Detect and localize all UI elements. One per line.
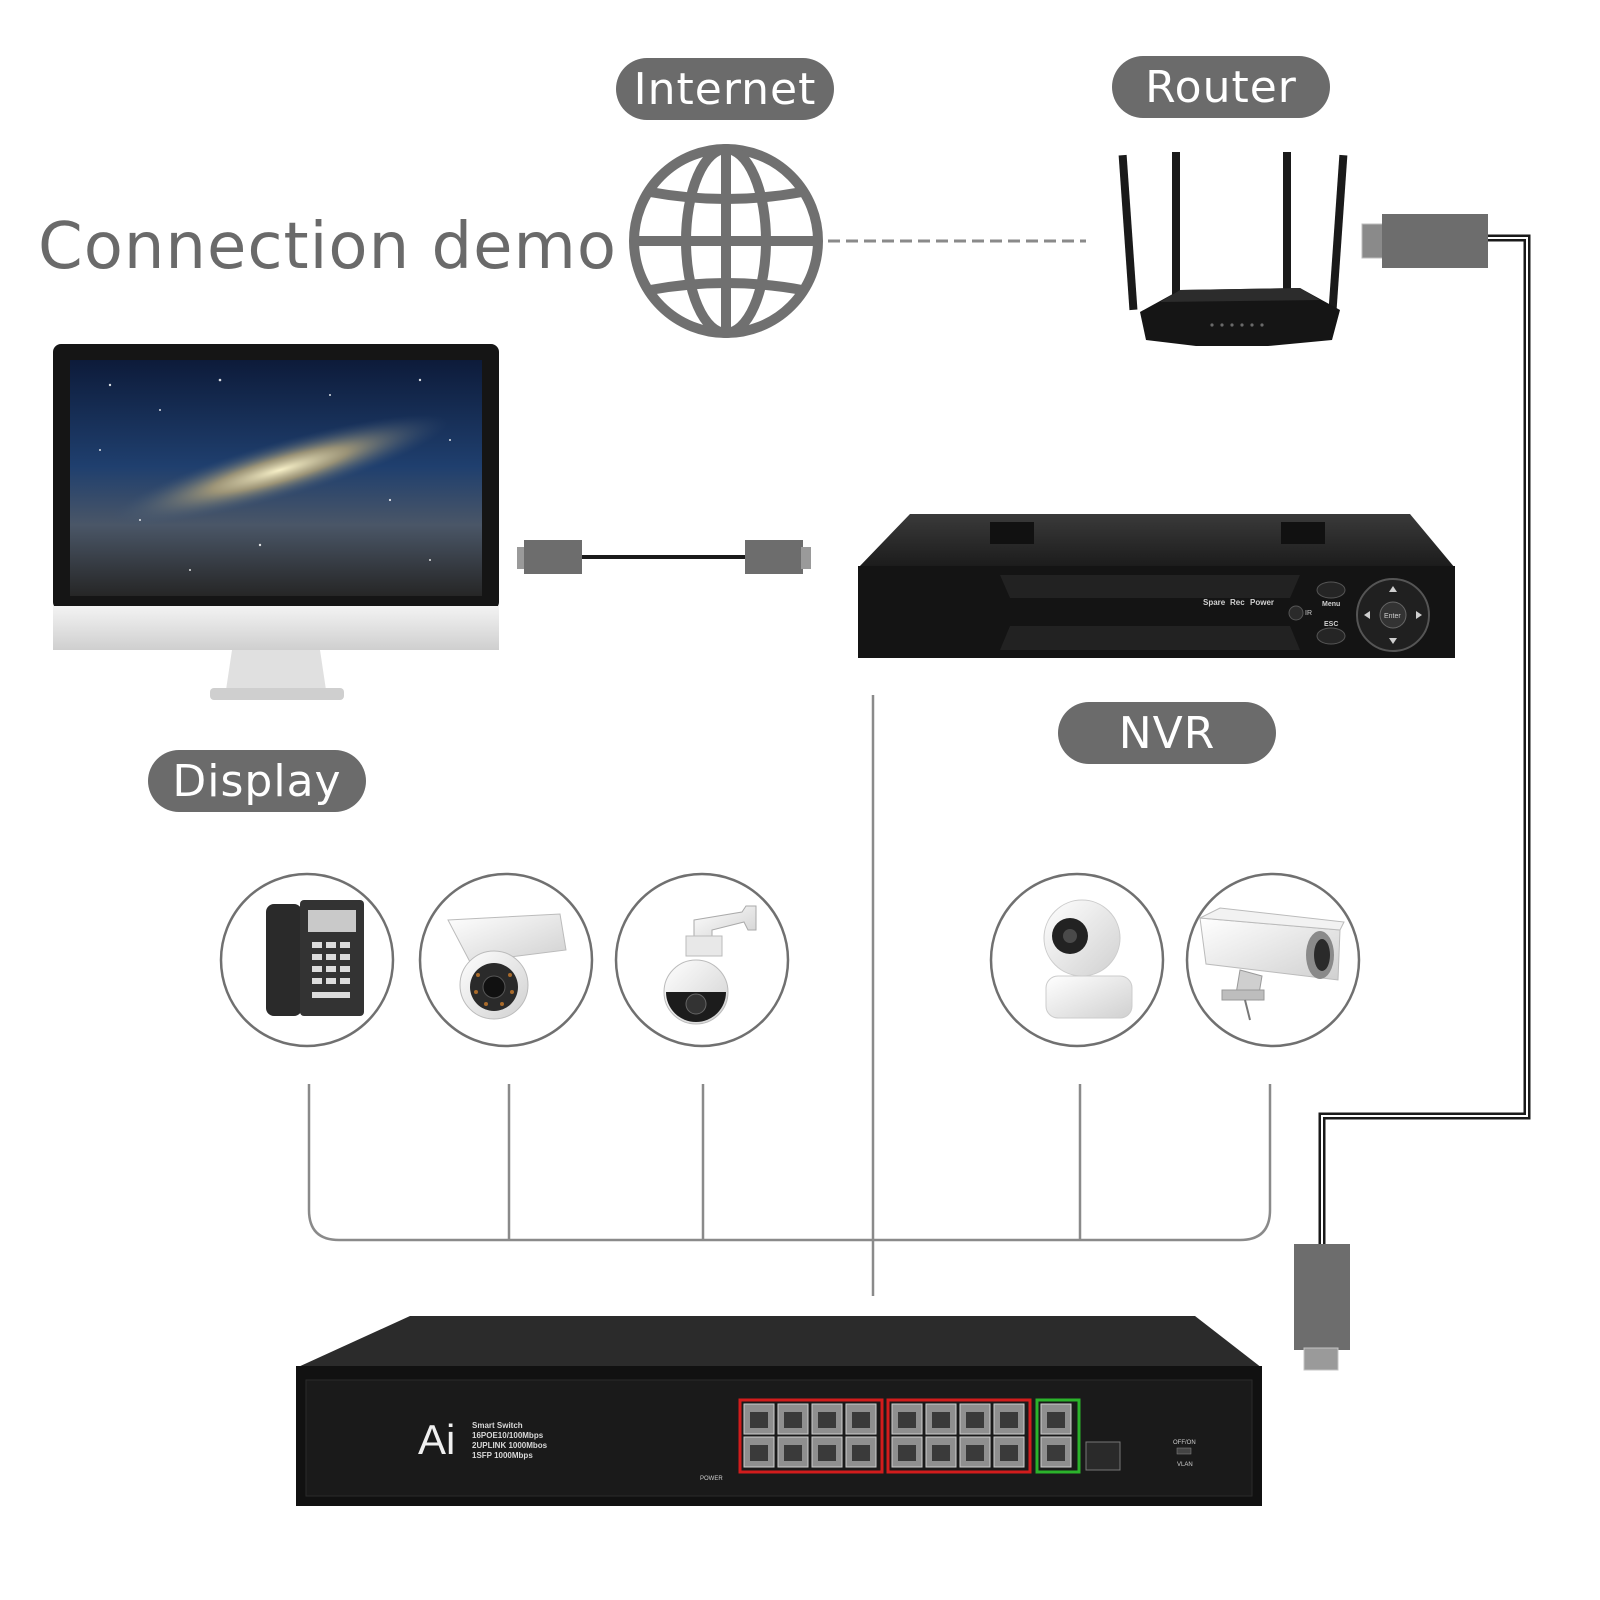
sfp-port [1085,1441,1121,1471]
switch-toggle-bottom-label: VLAN [1177,1462,1193,1468]
rj45-port-slot [784,1412,802,1428]
router-icon [1118,152,1348,346]
switch-spec-line2: 2UPLINK 1000Mbos [472,1441,548,1450]
nvr-ir-label: IR [1305,610,1312,617]
rj45-port-slot [1047,1445,1065,1461]
display-label: Display [148,750,366,812]
rj45-port-slot [898,1445,916,1461]
bullet-camera-icon [1198,907,1345,1021]
ptz-camera-icon [663,905,757,1025]
rj45-port-slot [966,1412,984,1428]
rj45-port-slot [1000,1412,1018,1428]
rj45-port-slot [818,1412,836,1428]
internet-label: Internet [616,58,834,120]
poe-ports-group-1 [738,1398,884,1474]
rj45-port-slot [784,1445,802,1461]
switch-brand: Ai [418,1416,455,1463]
desk-phone-icon [266,900,364,1016]
router-label: Router [1112,56,1330,118]
nvr-label: NVR [1058,702,1276,764]
rj45-port-slot [1047,1412,1065,1428]
display-nvr-cable [517,540,811,574]
switch-spec-line1: 16POE10/100Mbps [472,1431,544,1440]
indoor-camera-icon [1043,899,1133,1019]
rj45-port-slot [852,1445,870,1461]
switch-model-label: Smart Switch [472,1421,523,1430]
rj45-port-slot [852,1412,870,1428]
rj45-port-slot [750,1412,768,1428]
nvr-device: Spare Rec Power IR Menu ESC Enter [858,514,1455,658]
rj45-port-slot [1000,1445,1018,1461]
nvr-rec-label: Rec [1230,598,1245,607]
nvr-menu-label: Menu [1322,601,1340,608]
dome-camera-icon [447,913,567,1020]
rj45-port [743,1436,775,1468]
rj45-port-slot [932,1445,950,1461]
switch-spec-line3: 1SFP 1000Mbps [472,1451,533,1460]
rj45-port-slot [750,1445,768,1461]
router-switch-cable [1294,214,1531,1371]
rj45-port-slot [932,1412,950,1428]
rj45-port-slot [818,1445,836,1461]
switch-toggle-top-label: OFF/ON [1173,1440,1196,1446]
poe-switch-device: Ai Smart Switch 16POE10/100Mbps 2UPLINK … [296,1316,1262,1506]
uplink-ports-group [1035,1398,1081,1474]
nvr-esc-label: ESC [1324,621,1338,628]
rj45-port-slot [898,1412,916,1428]
poe-ports-group-2 [886,1398,1032,1474]
nvr-power-label: Power [1250,598,1274,607]
nvr-spare-label: Spare [1203,598,1226,607]
rj45-port-slot [966,1445,984,1461]
switch-power-label: POWER [700,1476,723,1482]
nvr-enter-label: Enter [1384,613,1401,620]
globe-icon [629,144,823,338]
diagram-title: Connection demo [38,210,617,284]
monitor-icon [53,344,499,700]
network-lines [307,695,1272,1296]
